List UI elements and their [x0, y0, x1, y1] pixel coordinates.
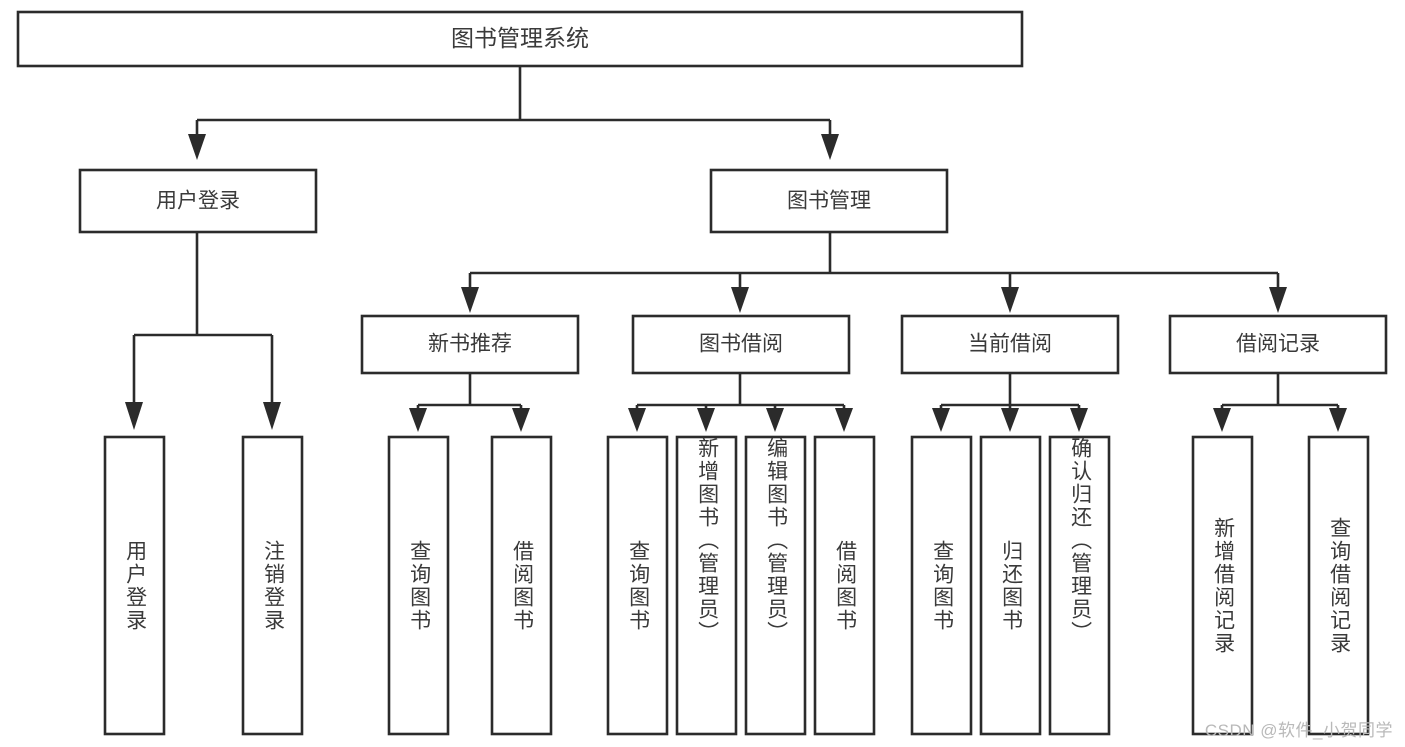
- arrow-head-current-borrow: [1001, 287, 1019, 313]
- leaf-box-borrow-record-1[interactable]: [1191, 435, 1254, 736]
- arrow-head-new-book-leaf2: [512, 408, 530, 432]
- node-book-manage-box[interactable]: [709, 168, 949, 234]
- connector-group-book-borrow: [628, 373, 853, 432]
- node-new-book-box[interactable]: [360, 314, 580, 375]
- node-root-box[interactable]: [16, 10, 1024, 68]
- node-user-login-box[interactable]: [78, 168, 318, 234]
- leaf-box-borrow-record-2[interactable]: [1307, 435, 1370, 736]
- node-borrow-record[interactable]: 借阅记录: [1168, 314, 1388, 375]
- node-book-borrow-label: 图书借阅: [699, 333, 783, 356]
- arrow-head-new-book: [461, 287, 479, 313]
- node-borrow-record-label: 借阅记录: [1236, 333, 1320, 356]
- node-current-borrow-box[interactable]: [900, 314, 1120, 375]
- arrow-head-current-borrow-leaf2: [1001, 408, 1019, 432]
- arrow-head-user-login-leaf2: [263, 402, 281, 430]
- connector-group-book-manage: [461, 232, 1287, 313]
- leaf-box-book-borrow-3[interactable]: [744, 435, 807, 736]
- arrow-head-book-borrow: [731, 287, 749, 313]
- arrow-head-book-borrow-leaf3: [766, 408, 784, 432]
- connector-group-user-login: [125, 232, 281, 430]
- arrow-head-user-login: [188, 134, 206, 160]
- arrow-head-borrow-record: [1269, 287, 1287, 313]
- leaf-box-user-login-1[interactable]: [103, 435, 166, 736]
- connector-group-current-borrow: [932, 373, 1088, 432]
- arrow-head-book-borrow-leaf2: [697, 408, 715, 432]
- leaf-box-book-borrow-1[interactable]: [606, 435, 669, 736]
- connector-group-borrow-record: [1213, 373, 1347, 432]
- csdn-watermark: CSDN @软件_小贺同学: [1204, 721, 1393, 740]
- node-new-book[interactable]: 新书推荐: [360, 314, 580, 375]
- node-new-book-label: 新书推荐: [428, 333, 512, 356]
- arrow-head-borrow-record-leaf2: [1329, 408, 1347, 432]
- leaf-box-current-borrow-2[interactable]: [979, 435, 1042, 736]
- arrow-head-book-manage: [821, 134, 839, 160]
- connector-group-root: [188, 66, 839, 160]
- node-user-login-label: 用户登录: [156, 190, 240, 213]
- leaf-box-book-borrow-4[interactable]: [813, 435, 876, 736]
- leaf-box-group: [103, 435, 1370, 736]
- arrow-head-new-book-leaf1: [409, 408, 427, 432]
- leaf-box-current-borrow-1[interactable]: [910, 435, 973, 736]
- leaf-box-book-borrow-2[interactable]: [675, 435, 738, 736]
- node-book-borrow-box[interactable]: [631, 314, 851, 375]
- connector-group-new-book: [409, 373, 530, 432]
- node-current-borrow-label: 当前借阅: [968, 333, 1052, 356]
- node-root[interactable]: 图书管理系统: [16, 10, 1024, 68]
- node-book-manage[interactable]: 图书管理: [709, 168, 949, 234]
- arrow-head-book-borrow-leaf4: [835, 408, 853, 432]
- node-root-label: 图书管理系统: [451, 25, 589, 51]
- node-current-borrow[interactable]: 当前借阅: [900, 314, 1120, 375]
- node-book-manage-label: 图书管理: [787, 190, 871, 213]
- arrow-head-current-borrow-leaf1: [932, 408, 950, 432]
- arrow-head-borrow-record-leaf1: [1213, 408, 1231, 432]
- arrow-head-book-borrow-leaf1: [628, 408, 646, 432]
- leaf-box-new-book-1[interactable]: [387, 435, 450, 736]
- node-book-borrow[interactable]: 图书借阅: [631, 314, 851, 375]
- leaf-box-new-book-2[interactable]: [490, 435, 553, 736]
- node-borrow-record-box[interactable]: [1168, 314, 1388, 375]
- arrow-head-current-borrow-leaf3: [1070, 408, 1088, 432]
- leaf-box-current-borrow-3[interactable]: [1048, 435, 1111, 736]
- arrow-head-user-login-leaf1: [125, 402, 143, 430]
- node-user-login[interactable]: 用户登录: [78, 168, 318, 234]
- leaf-box-user-login-2[interactable]: [241, 435, 304, 736]
